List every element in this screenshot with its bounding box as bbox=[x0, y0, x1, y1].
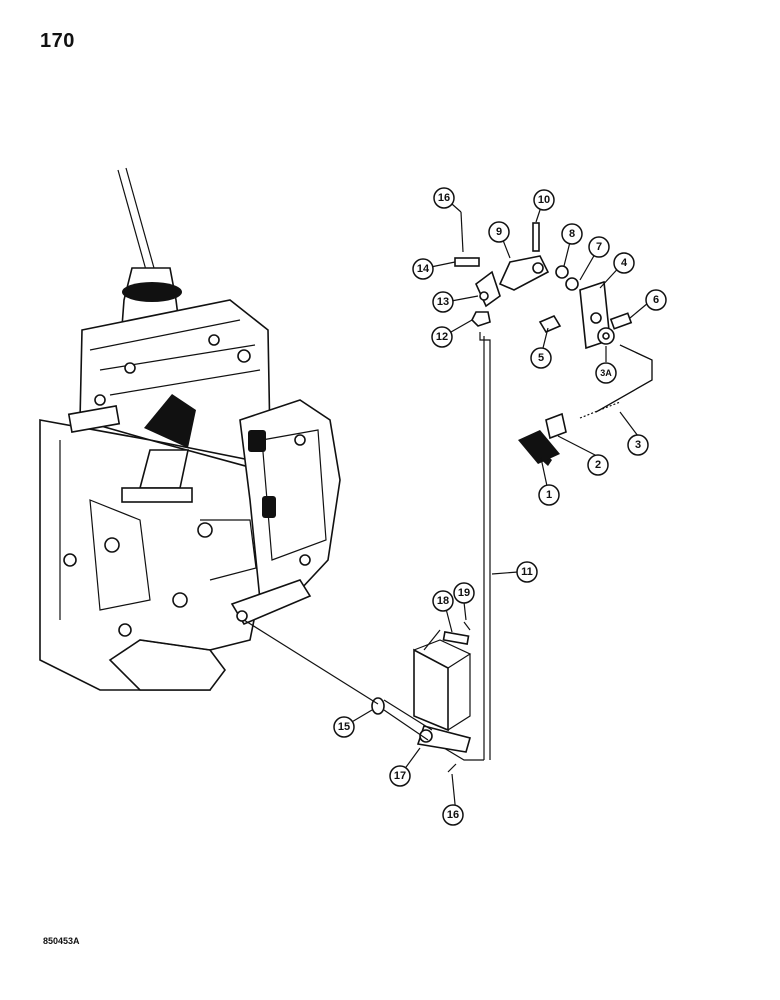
svg-text:5: 5 bbox=[538, 352, 544, 364]
callout-17: 17 bbox=[389, 765, 411, 787]
callout-19: 19 bbox=[453, 582, 475, 604]
figure-code: 850453A bbox=[43, 936, 80, 946]
callout-14: 14 bbox=[412, 258, 434, 280]
svg-text:14: 14 bbox=[417, 263, 430, 275]
callout-5: 5 bbox=[530, 347, 552, 369]
svg-text:12: 12 bbox=[436, 331, 448, 343]
callout-13: 13 bbox=[432, 291, 454, 313]
callout-18: 18 bbox=[432, 590, 454, 612]
callout-8: 8 bbox=[561, 223, 583, 245]
svg-text:16: 16 bbox=[438, 192, 450, 204]
svg-text:2: 2 bbox=[595, 459, 601, 471]
svg-text:18: 18 bbox=[437, 595, 449, 607]
svg-text:7: 7 bbox=[596, 241, 602, 253]
svg-text:4: 4 bbox=[621, 257, 628, 269]
callout-16-top: 16 bbox=[433, 187, 455, 209]
svg-text:8: 8 bbox=[569, 228, 575, 240]
callout-6: 6 bbox=[645, 289, 667, 311]
callout-15: 15 bbox=[333, 716, 355, 738]
svg-text:13: 13 bbox=[437, 296, 449, 308]
callout-3: 3 bbox=[627, 434, 649, 456]
callout-16-bottom: 16 bbox=[442, 804, 464, 826]
svg-text:16: 16 bbox=[447, 809, 459, 821]
svg-text:9: 9 bbox=[496, 226, 502, 238]
callout-2: 2 bbox=[587, 454, 609, 476]
svg-text:11: 11 bbox=[521, 566, 533, 578]
callout-4: 4 bbox=[613, 252, 635, 274]
svg-text:3: 3 bbox=[635, 439, 641, 451]
callout-12: 12 bbox=[431, 326, 453, 348]
callout-1: 1 bbox=[538, 484, 560, 506]
callout-9: 9 bbox=[488, 221, 510, 243]
svg-text:19: 19 bbox=[458, 587, 470, 599]
transmission-housing bbox=[39, 167, 341, 691]
svg-text:15: 15 bbox=[338, 721, 350, 733]
svg-text:3A: 3A bbox=[600, 368, 612, 378]
callout-10: 10 bbox=[533, 189, 555, 211]
callout-11: 11 bbox=[516, 561, 538, 583]
svg-text:10: 10 bbox=[538, 194, 550, 206]
svg-text:17: 17 bbox=[394, 770, 406, 782]
svg-text:1: 1 bbox=[546, 489, 552, 501]
page-number: 170 bbox=[40, 30, 75, 52]
leader-lines bbox=[344, 196, 655, 815]
callout-3a: 3A bbox=[595, 362, 617, 384]
upper-linkage bbox=[454, 211, 653, 466]
lower-linkage bbox=[243, 332, 491, 773]
svg-text:6: 6 bbox=[653, 294, 659, 306]
callout-7: 7 bbox=[588, 236, 610, 258]
